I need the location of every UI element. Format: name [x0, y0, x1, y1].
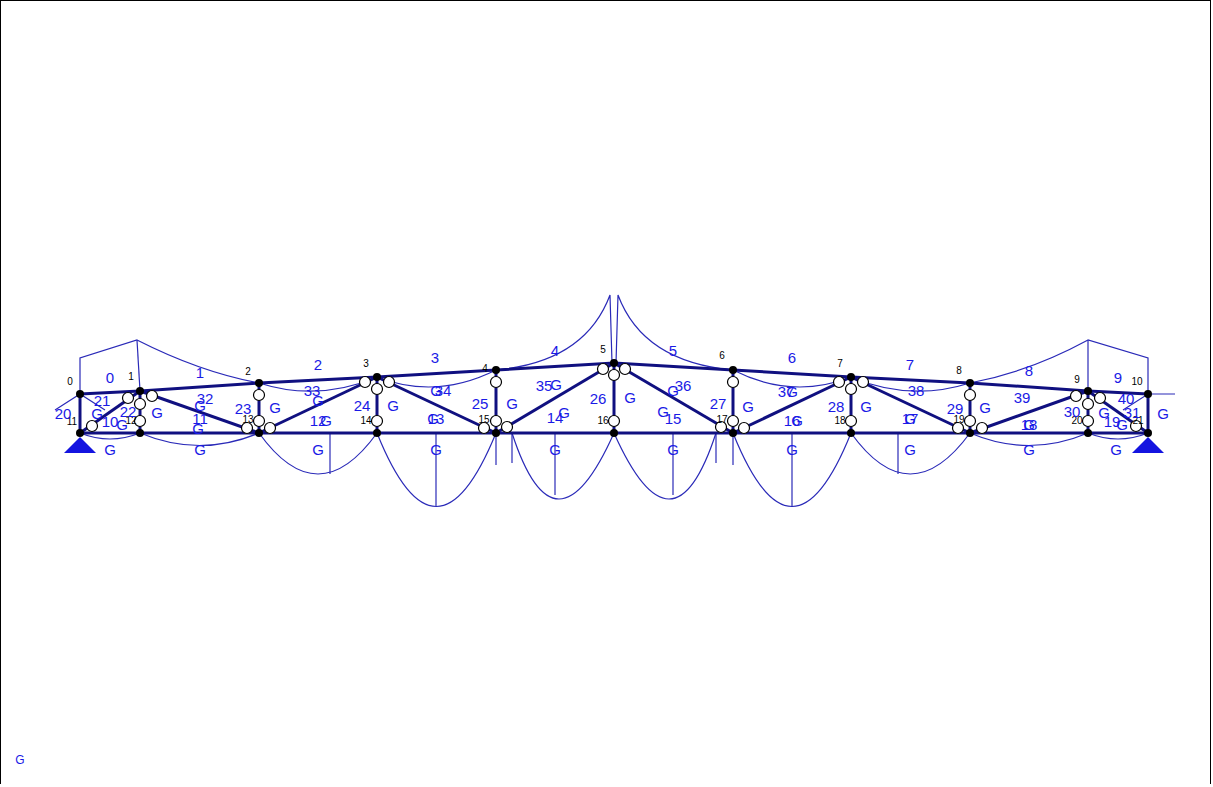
element-number: 26	[590, 391, 607, 406]
element-number: 27	[710, 396, 727, 411]
load-case-mark: G	[387, 398, 399, 413]
label: G	[15, 754, 24, 766]
node-number: 0	[67, 377, 73, 387]
node-number: 14	[360, 416, 371, 426]
element-number: 4	[551, 343, 559, 358]
load-case-mark: G	[667, 383, 679, 398]
load-case-mark: G	[116, 417, 128, 432]
element-number: 40	[1118, 391, 1135, 406]
load-case-mark: G	[312, 393, 324, 408]
element-number: 2	[314, 357, 322, 372]
node-number: 13	[242, 415, 253, 425]
node-number: 17	[716, 415, 727, 425]
node-number: 3	[363, 359, 369, 369]
load-case-mark: G	[860, 399, 872, 414]
load-case-mark: G	[1023, 442, 1035, 457]
load-case-mark: G	[312, 442, 324, 457]
load-case-mark: G	[427, 411, 439, 426]
element-number: 6	[788, 350, 796, 365]
load-case-mark: G	[430, 442, 442, 457]
node-number: 4	[482, 364, 488, 374]
node-number: 7	[837, 359, 843, 369]
element-number: 38	[908, 383, 925, 398]
node-number: 8	[956, 366, 962, 376]
load-case-mark: G	[506, 396, 518, 411]
element-number: 35	[536, 378, 553, 393]
load-case-mark: G	[786, 442, 798, 457]
load-case-mark: G	[558, 405, 570, 420]
load-case-mark: G	[624, 390, 636, 405]
load-case-mark: G	[194, 442, 206, 457]
load-case-mark: G	[904, 411, 916, 426]
element-number: 30	[1064, 404, 1081, 419]
node-number: 19	[953, 415, 964, 425]
element-number: 7	[906, 357, 914, 372]
element-number: 39	[1014, 390, 1031, 405]
node-number: 5	[600, 345, 606, 355]
element-number: 24	[354, 398, 371, 413]
element-number: 5	[669, 343, 677, 358]
element-number: 3	[431, 350, 439, 365]
node-number: 15	[478, 415, 489, 425]
load-case-mark: G	[320, 413, 332, 428]
load-case-mark: G	[269, 400, 281, 415]
load-case-mark: G	[667, 442, 679, 457]
load-case-mark: G	[1098, 405, 1110, 420]
load-case-mark: G	[979, 400, 991, 415]
load-case-mark: G	[1116, 417, 1128, 432]
element-number: 25	[472, 396, 489, 411]
element-number: 10	[102, 414, 119, 429]
element-number: 28	[828, 399, 845, 414]
element-number: 20	[55, 406, 72, 421]
load-case-mark: G	[786, 384, 798, 399]
node-number: 10	[1131, 377, 1142, 387]
node-number: 18	[834, 416, 845, 426]
element-number: 23	[235, 401, 252, 416]
load-case-mark: G	[1023, 417, 1035, 432]
load-case-mark: G	[1157, 406, 1169, 421]
load-case-mark: G	[742, 399, 754, 414]
load-case-mark: G	[104, 442, 116, 457]
node-number: 6	[719, 351, 725, 361]
element-number: 29	[947, 401, 964, 416]
load-case-mark: G	[791, 413, 803, 428]
element-number: 1	[196, 365, 204, 380]
load-case-mark: G	[194, 398, 206, 413]
load-case-mark: G	[904, 442, 916, 457]
load-case-mark: G	[192, 421, 204, 436]
load-case-mark: G	[549, 442, 561, 457]
node-number: 16	[597, 416, 608, 426]
node-number: 1	[128, 372, 134, 382]
load-case-mark: G	[430, 383, 442, 398]
load-case-mark: G	[1110, 442, 1122, 457]
element-number: 9	[1114, 370, 1122, 385]
load-case-mark: G	[91, 406, 103, 421]
load-case-mark: G	[657, 404, 669, 419]
node-number: 9	[1074, 375, 1080, 385]
load-case-mark: G	[151, 405, 163, 420]
node-number: 2	[245, 367, 251, 377]
load-case-mark: G	[550, 377, 562, 392]
element-number: 0	[106, 370, 114, 385]
element-number: 8	[1025, 363, 1033, 378]
